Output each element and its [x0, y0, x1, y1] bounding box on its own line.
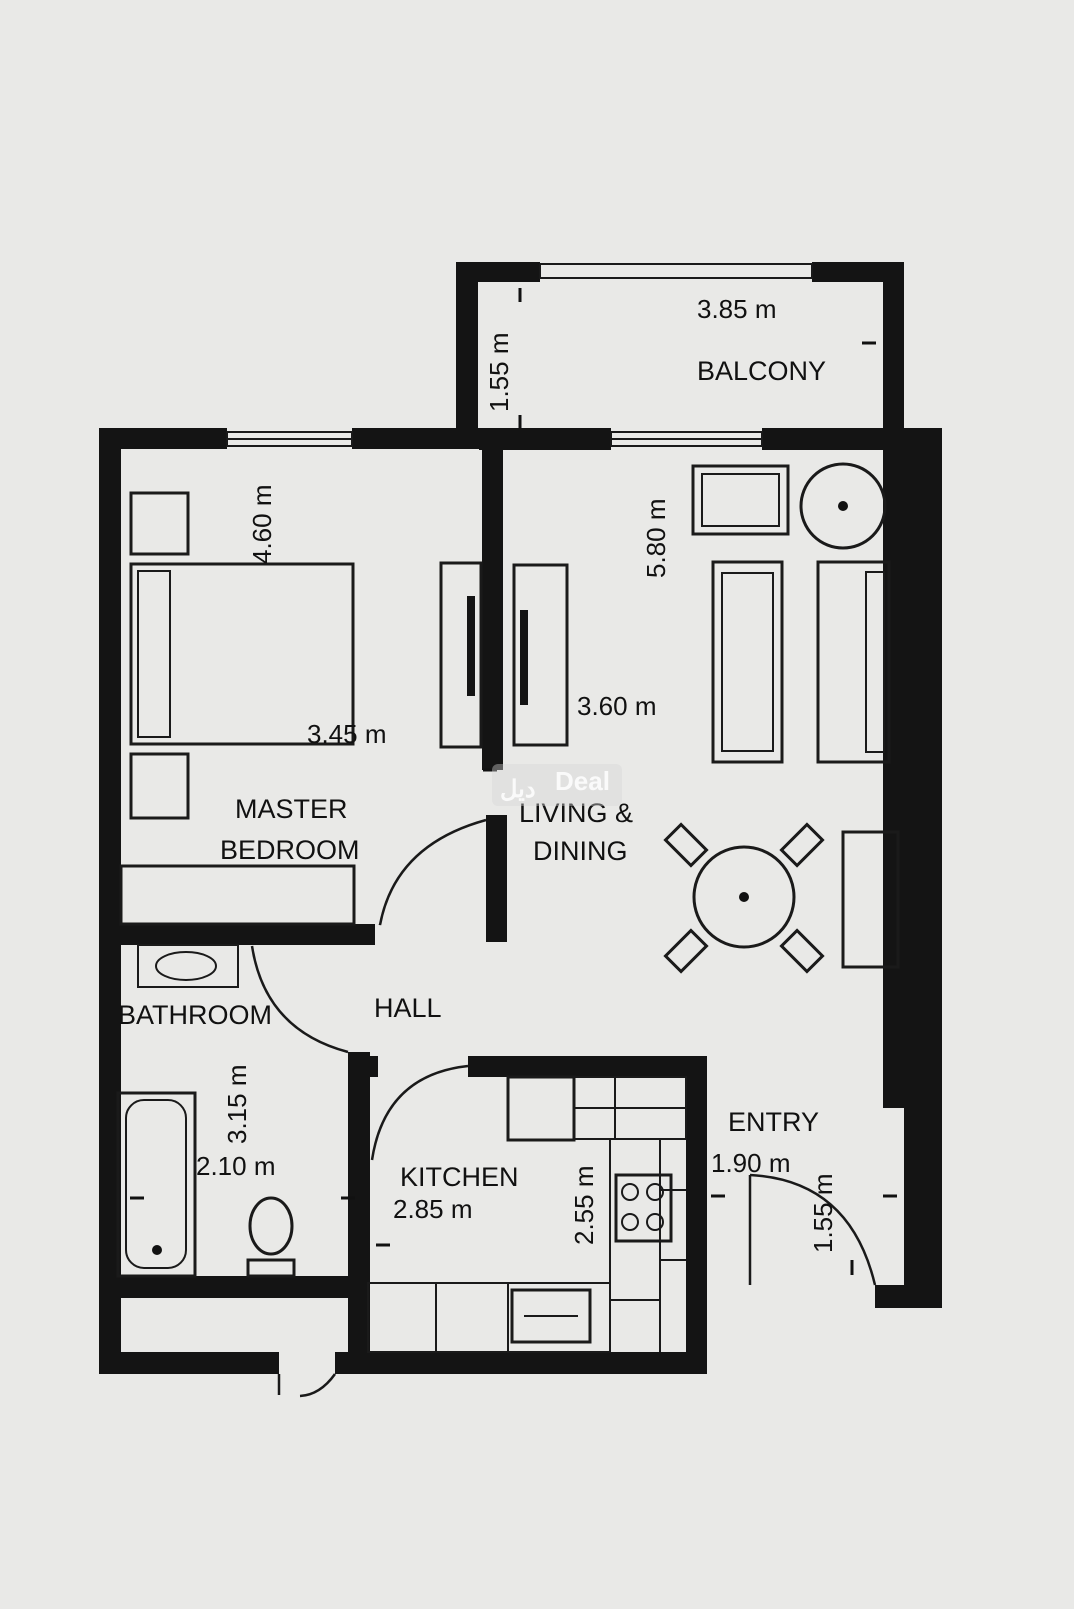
- bathroom-hall-wall: [348, 1052, 370, 1374]
- living-tv: [520, 610, 528, 705]
- balcony-label: BALCONY: [697, 356, 826, 386]
- sideboard: [841, 830, 900, 969]
- dimension-ticks: [130, 288, 897, 1275]
- bathtub: [116, 1091, 197, 1278]
- bedroom-living-divider-top: [482, 450, 503, 770]
- bathroom-length-label: 3.15 m: [222, 1065, 252, 1145]
- bathroom-door: [250, 945, 349, 1054]
- bedroom-living-divider-bottom: [486, 815, 507, 942]
- sofa-left-seat: [721, 572, 774, 752]
- living-wall-top-left: [479, 428, 611, 450]
- kitchen-sink: [510, 1288, 592, 1344]
- bedroom-width-label: 3.45 m: [307, 719, 387, 749]
- kitchen-label: KITCHEN: [400, 1162, 519, 1192]
- balcony-wall-top-left: [456, 262, 540, 282]
- fridge: [506, 1075, 576, 1142]
- right-outer-wall: [883, 428, 904, 1108]
- sofa-right-back: [865, 571, 885, 753]
- living-width-label: 3.60 m: [577, 691, 657, 721]
- bathroom-width-label: 2.10 m: [196, 1151, 276, 1181]
- bathroom-label: BATHROOM: [118, 1000, 272, 1030]
- balcony-wall-top-right: [812, 262, 904, 282]
- washbasin-bowl: [155, 951, 217, 981]
- watermark-arabic: ديل: [500, 776, 536, 803]
- bedroom-tv: [467, 596, 475, 696]
- dining-set: [663, 822, 825, 974]
- round-side-table: [799, 462, 887, 550]
- counter-bottom-divisions: [435, 1283, 509, 1352]
- utility-door: [277, 1373, 337, 1398]
- kitchen-wall-right: [686, 1056, 707, 1374]
- watermark-backdrop: [492, 764, 622, 806]
- toilet: [248, 1196, 294, 1256]
- kitchen-wall-top: [468, 1056, 700, 1077]
- balcony-width-label: 3.85 m: [697, 294, 777, 324]
- entry-door: [749, 1173, 877, 1286]
- sofa-right: [816, 560, 891, 764]
- furniture: [116, 462, 900, 1353]
- sofa-left: [711, 560, 784, 764]
- entry-label: ENTRY: [728, 1107, 819, 1137]
- dining-table-center: [739, 892, 749, 902]
- balcony-wall-right: [883, 262, 904, 440]
- armchair-seat: [701, 473, 780, 527]
- armchair: [691, 464, 790, 536]
- balcony-depth-label: 1.55 m: [484, 333, 514, 413]
- right-outer-wall-lower: [904, 428, 942, 1308]
- side-table-center: [838, 501, 848, 511]
- balcony-wall-left: [456, 262, 478, 440]
- stove: [614, 1173, 673, 1243]
- kitchen-depth-label: 2.55 m: [569, 1166, 599, 1246]
- wardrobe: [119, 864, 356, 926]
- bedroom-wall-bottom: [121, 924, 375, 945]
- dining-table: [692, 845, 796, 949]
- bedside-table-top: [129, 491, 190, 556]
- bottom-wall-right: [335, 1352, 707, 1374]
- kitchen-door: [370, 1064, 469, 1161]
- living-length-label: 5.80 m: [641, 499, 671, 579]
- bed: [129, 562, 355, 746]
- counter-tiles: [574, 1077, 686, 1352]
- living-label-line2: DINING: [533, 836, 628, 866]
- room-labels: BALCONY MASTER BEDROOM LIVING & DINING B…: [118, 356, 826, 1192]
- doors: [250, 818, 877, 1398]
- bedroom-wall-top-left: [99, 428, 227, 449]
- toilet-tank: [246, 1258, 296, 1278]
- bathtub-inner: [125, 1099, 187, 1269]
- bed-pillow: [137, 570, 171, 738]
- bathroom-floor-wall: [121, 1276, 348, 1298]
- entry-depth-label: 1.55 m: [808, 1174, 838, 1254]
- bottom-wall-left: [99, 1352, 279, 1374]
- kitchen-counter-bottom: [367, 1282, 611, 1353]
- master-bedroom-label-line2: BEDROOM: [220, 835, 360, 865]
- watermark: ديل Deal: [492, 764, 622, 806]
- bedroom-door: [378, 818, 487, 926]
- bedroom-tv-unit: [439, 561, 483, 749]
- living-wall-top-right: [762, 428, 904, 450]
- master-bedroom-label-line1: MASTER: [235, 794, 348, 824]
- bedroom-length-label: 4.60 m: [247, 485, 277, 565]
- hall-label: HALL: [374, 993, 442, 1023]
- living-label-line1: LIVING &: [519, 798, 633, 828]
- washbasin: [137, 944, 239, 988]
- kitchen-width-label: 2.85 m: [393, 1194, 473, 1224]
- dining-chairs: [663, 822, 825, 974]
- balcony-window: [539, 263, 813, 279]
- bedroom-wall-top-right: [352, 428, 479, 449]
- watermark-text: Deal: [555, 766, 610, 796]
- entry-wall-bottom: [875, 1285, 942, 1308]
- windows: [226, 263, 813, 447]
- entry-width-label: 1.90 m: [711, 1148, 791, 1178]
- bedside-table-bottom: [129, 752, 190, 820]
- dimension-labels: 3.85 m 1.55 m 4.60 m 3.45 m 5.80 m 3.60 …: [196, 294, 838, 1253]
- kitchen-wall-top-left: [348, 1056, 378, 1077]
- left-outer-wall: [99, 428, 121, 1374]
- living-tv-unit: [512, 563, 569, 747]
- bathtub-drain: [152, 1245, 162, 1255]
